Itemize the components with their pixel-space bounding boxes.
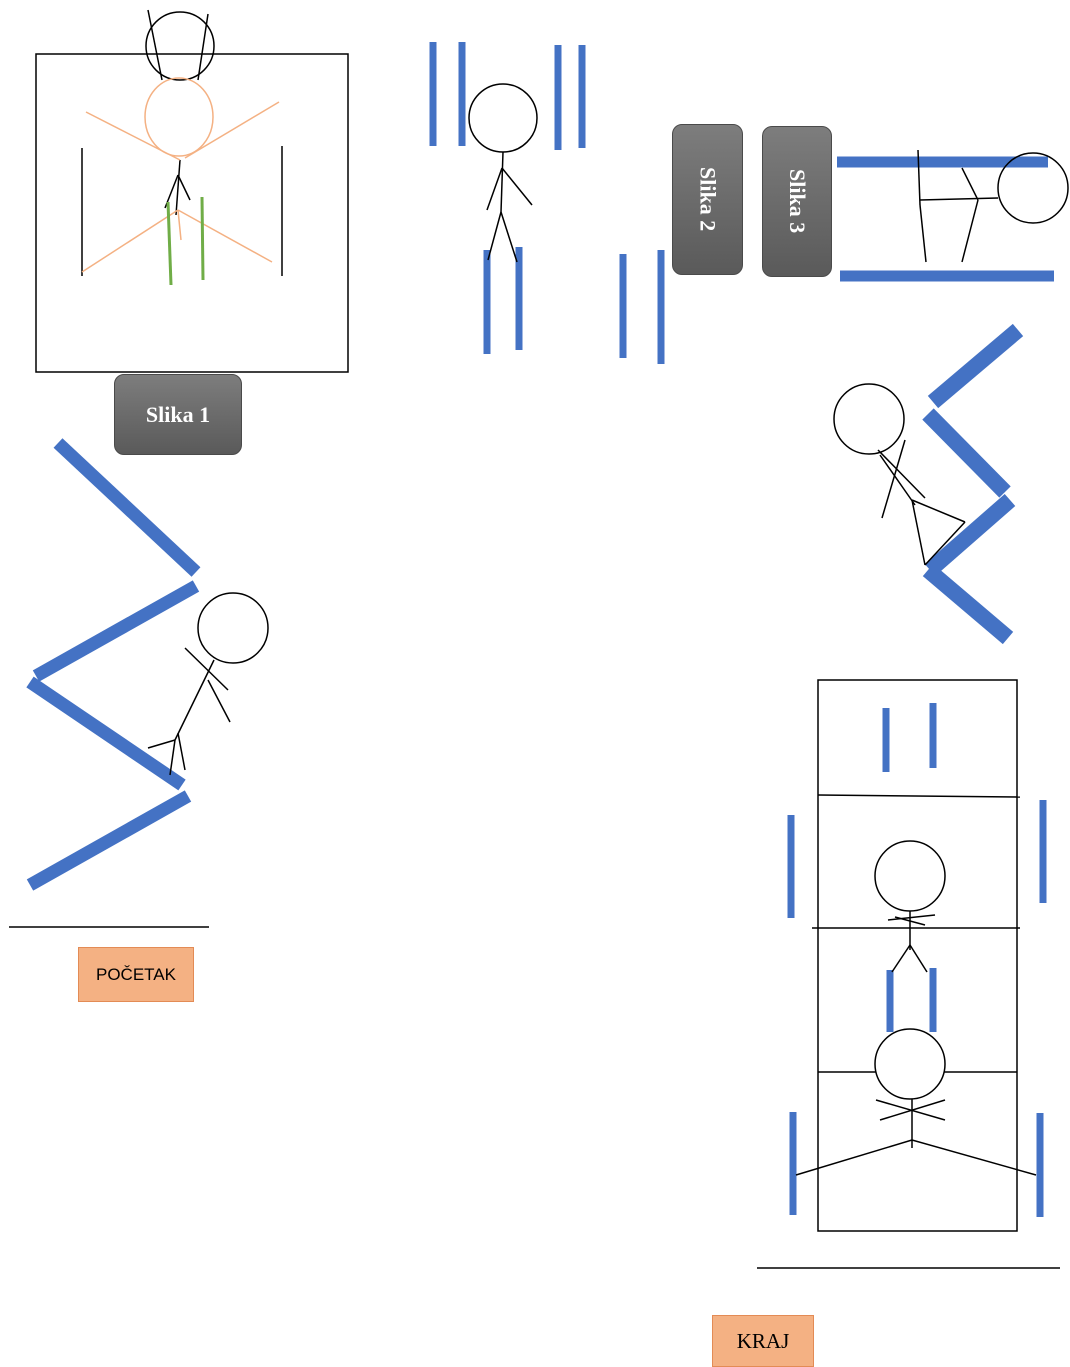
- slika1-green-legs: [166, 196, 205, 286]
- end-bars: [787, 703, 1047, 1217]
- slika1-figure: [35, 9, 349, 373]
- slika3-label: Slika 3: [762, 126, 832, 277]
- start-tag: POČETAK: [78, 947, 194, 1002]
- slika1-orange-arrows: [81, 77, 280, 273]
- zigzag-right: [922, 323, 1024, 645]
- zigzag-left: [26, 438, 201, 891]
- slika1-label: Slika 1: [114, 374, 242, 455]
- orange-head: [144, 77, 214, 157]
- end-persons: [795, 840, 1037, 1176]
- climbing-person-right: [833, 383, 966, 566]
- standing-person: [468, 83, 538, 263]
- hanging-person: [917, 149, 1069, 263]
- slika1-frame: [35, 53, 349, 373]
- climbing-person-left: [147, 592, 269, 776]
- upright-bars: [429, 42, 665, 364]
- horizontal-bars: [837, 156, 1054, 282]
- slika2-label: Slika 2: [672, 124, 743, 275]
- end-tag: KRAJ: [712, 1315, 814, 1367]
- head-top: [145, 11, 215, 81]
